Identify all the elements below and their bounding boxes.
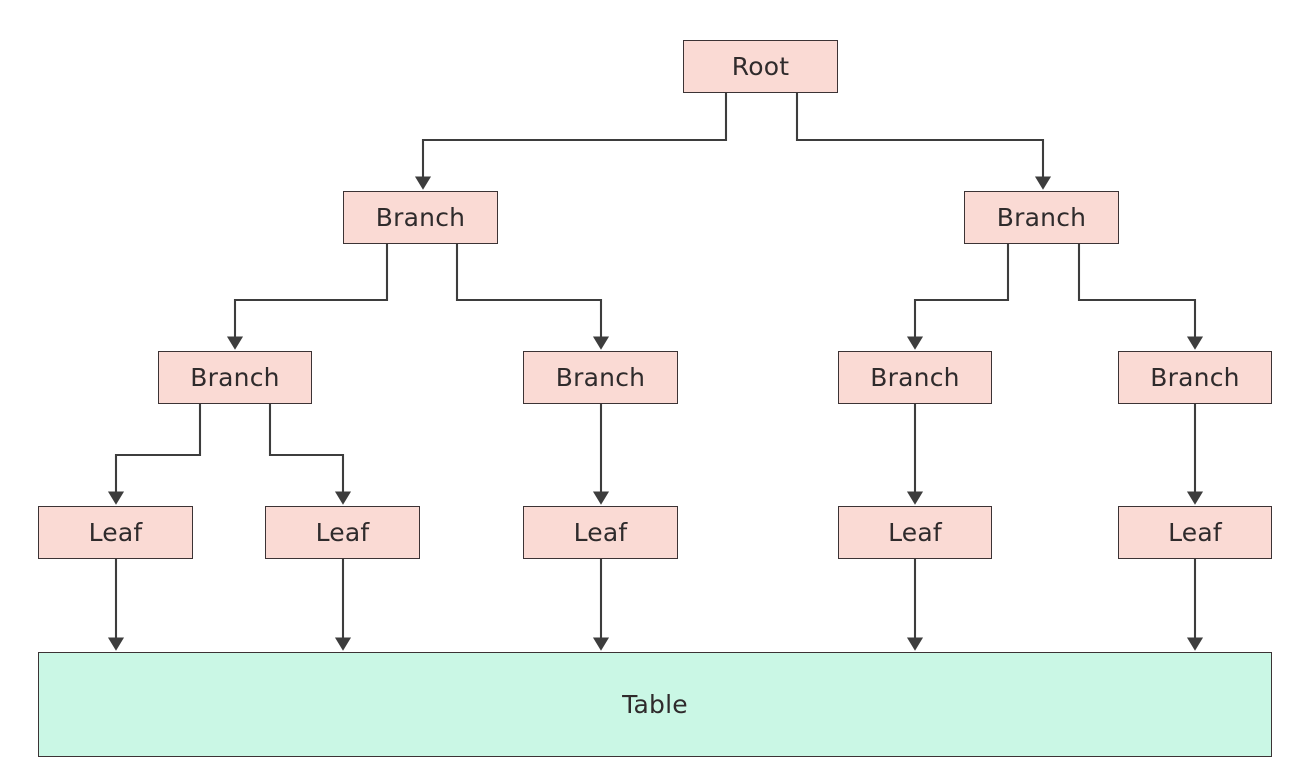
node-b12[interactable]: Branch: [523, 351, 678, 404]
node-label-l2: Leaf: [315, 518, 370, 547]
node-label-b2: Branch: [996, 203, 1087, 232]
node-label-root: Root: [731, 52, 790, 81]
node-l3[interactable]: Leaf: [523, 506, 678, 559]
node-label-l1: Leaf: [88, 518, 143, 547]
node-b1[interactable]: Branch: [343, 191, 498, 244]
edge-b2-to-b21: [906, 244, 1010, 350]
node-b21[interactable]: Branch: [838, 351, 992, 404]
node-l1[interactable]: Leaf: [38, 506, 193, 559]
node-b11[interactable]: Branch: [158, 351, 312, 404]
node-root[interactable]: Root: [683, 40, 838, 93]
node-l2[interactable]: Leaf: [265, 506, 420, 559]
node-label-b11: Branch: [190, 363, 280, 392]
node-l4[interactable]: Leaf: [838, 506, 992, 559]
node-label-l3: Leaf: [573, 518, 628, 547]
edge-root-to-b1: [414, 93, 728, 190]
node-b2[interactable]: Branch: [964, 191, 1119, 244]
node-label-l5: Leaf: [1168, 518, 1222, 547]
node-label-b22: Branch: [1150, 363, 1240, 392]
node-label-table: Table: [622, 690, 688, 719]
edge-root-to-b2: [795, 93, 1052, 190]
node-l5[interactable]: Leaf: [1118, 506, 1272, 559]
node-label-b1: Branch: [375, 203, 466, 232]
edge-b1-to-b12: [455, 244, 610, 350]
node-table[interactable]: Table: [38, 652, 1272, 757]
edge-b1-to-b11: [226, 244, 389, 350]
edge-b2-to-b22: [1077, 244, 1204, 350]
node-label-l4: Leaf: [888, 518, 942, 547]
node-label-b12: Branch: [555, 363, 646, 392]
edge-b11-to-l1: [107, 404, 202, 505]
node-label-b21: Branch: [870, 363, 960, 392]
edge-b11-to-l2: [268, 404, 352, 505]
node-b22[interactable]: Branch: [1118, 351, 1272, 404]
